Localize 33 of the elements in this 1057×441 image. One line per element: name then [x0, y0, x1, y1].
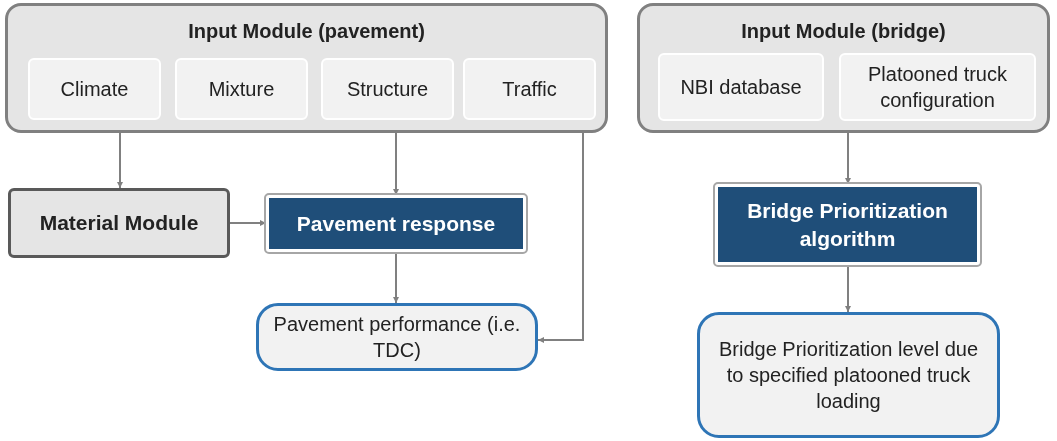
- node-label: Traffic: [502, 77, 557, 102]
- arrow: [537, 132, 584, 343]
- arrow: [845, 264, 851, 313]
- process-box: [715, 184, 980, 265]
- arrow: [845, 132, 851, 185]
- input-category-box: [175, 58, 308, 120]
- output-box: [697, 312, 1000, 438]
- input-category-box: [658, 53, 824, 121]
- arrow: [393, 251, 399, 304]
- output-box: [256, 303, 538, 371]
- arrow: [393, 132, 399, 196]
- input-module-panel: [5, 3, 608, 133]
- panel-title: Input Module (pavement): [188, 19, 425, 44]
- node-label: Bridge Prioritization algorithm: [746, 198, 949, 252]
- node-label: Climate: [60, 77, 129, 102]
- node-label: NBI database: [680, 75, 802, 100]
- input-category-box: [28, 58, 161, 120]
- node-label: Material Module: [39, 210, 199, 237]
- module-box: [8, 188, 230, 258]
- arrow: [229, 220, 267, 226]
- node-label: Structure: [346, 77, 429, 102]
- input-module-panel: [637, 3, 1050, 133]
- node-label: Bridge Prioritization level due to specified platooned truck loading: [718, 337, 979, 414]
- process-box: [266, 195, 526, 252]
- node-label: Pavement response: [296, 210, 496, 237]
- input-category-box: [463, 58, 596, 120]
- node-label: Mixture: [208, 77, 275, 102]
- arrow: [117, 132, 123, 189]
- node-label: Pavement performance (i.e. TDC): [272, 312, 522, 363]
- input-category-box: [321, 58, 454, 120]
- input-category-box: [839, 53, 1036, 121]
- panel-title: Input Module (bridge): [741, 19, 946, 44]
- node-label: Platooned truck configuration: [867, 62, 1008, 113]
